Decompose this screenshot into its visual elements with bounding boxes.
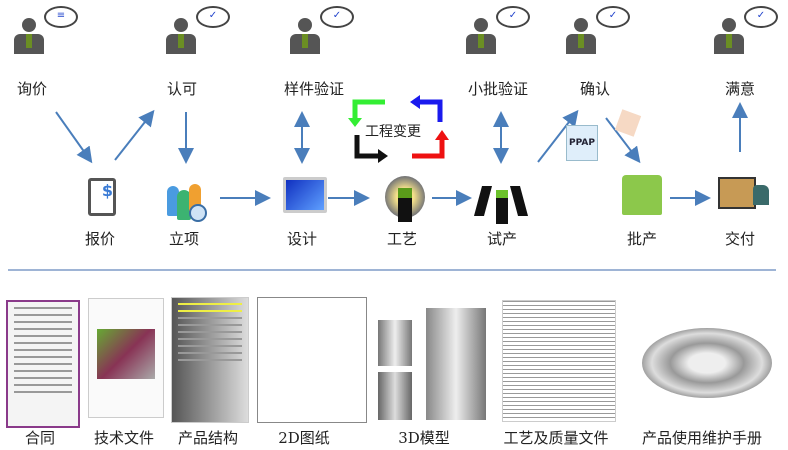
arrow-trial-confirm xyxy=(537,109,579,163)
arrow-confirm-mass xyxy=(605,117,641,164)
doc-technical-file: 技术文件 xyxy=(93,429,155,447)
computer-monitor-icon xyxy=(283,177,327,213)
process-icon xyxy=(385,176,425,222)
process-quality-file-thumbnail xyxy=(502,300,616,422)
3d-model-thumbnail xyxy=(376,300,490,424)
doc-maintenance-manual: 产品使用维护手册 xyxy=(641,429,763,447)
maintenance-manual-thumbnail xyxy=(632,318,782,408)
person-speech-icon: ≡ xyxy=(14,4,78,56)
factory-icon xyxy=(622,175,662,215)
stage-mass-production: 批产 xyxy=(626,230,658,248)
person-speech-icon: ✓ xyxy=(290,4,354,56)
doc-process-quality-file: 工艺及质量文件 xyxy=(503,429,609,447)
doc-2d-drawing: 2D图纸 xyxy=(278,429,330,447)
person-speech-icon: ✓ xyxy=(566,4,630,56)
doc-contract: 合同 xyxy=(24,429,56,447)
technical-file-thumbnail xyxy=(88,298,164,418)
stage-quote: 报价 xyxy=(84,230,116,248)
delivery-truck-icon xyxy=(718,175,770,209)
quote-document-icon: $ xyxy=(88,178,116,216)
team-clock-icon xyxy=(165,178,207,222)
contract-thumbnail xyxy=(6,300,80,428)
stage-project: 立项 xyxy=(168,230,200,248)
engineering-change-label: 工程变更 xyxy=(365,124,421,140)
stage-approval: 认可 xyxy=(166,80,198,98)
stage-batch-verification: 小批验证 xyxy=(467,80,529,98)
trial-production-icon xyxy=(473,180,529,224)
doc-3d-model: 3D模型 xyxy=(398,429,450,447)
stage-confirm: 确认 xyxy=(579,80,611,98)
ppap-document-icon: PPAP xyxy=(566,125,598,161)
stage-sample-verification: 样件验证 xyxy=(283,80,345,98)
stage-satisfied: 满意 xyxy=(724,80,756,98)
stage-inquiry: 询价 xyxy=(16,80,48,98)
person-speech-icon: ✓ xyxy=(166,4,230,56)
engineering-change-cycle-icon xyxy=(348,95,449,163)
stage-delivery: 交付 xyxy=(724,230,756,248)
person-speech-icon: ✓ xyxy=(466,4,530,56)
doc-product-structure: 产品结构 xyxy=(177,429,239,447)
stage-design: 设计 xyxy=(286,230,318,248)
arrow-inquiry-quote xyxy=(55,111,93,164)
2d-drawing-thumbnail xyxy=(257,297,367,423)
product-structure-thumbnail xyxy=(171,297,249,423)
person-speech-icon: ✓ xyxy=(714,4,778,56)
arrow-quote-approval xyxy=(114,109,155,161)
stage-trial-production: 试产 xyxy=(486,230,518,248)
stage-process: 工艺 xyxy=(386,230,418,248)
